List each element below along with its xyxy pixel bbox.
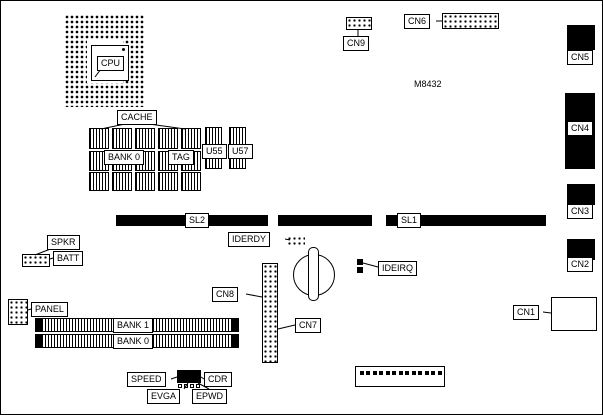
cdr-label: CDR (204, 372, 232, 387)
header-pin (399, 371, 403, 375)
jumper-pin (184, 384, 188, 388)
header-pin (438, 371, 442, 375)
cn8-label: CN8 (212, 287, 239, 302)
header-pin (379, 371, 383, 375)
cn1-connector (551, 297, 597, 331)
panel-label: PANEL (31, 302, 68, 317)
header-pin (418, 371, 422, 375)
cache-label: CACHE (117, 110, 157, 125)
cn6-label: CN6 (404, 14, 431, 29)
cache-chip (112, 172, 132, 191)
bank1-label: BANK 1 (113, 318, 154, 333)
evga-label: EVGA (147, 389, 181, 404)
u55-label: U55 (202, 144, 227, 159)
cn1-label: CN1 (513, 305, 540, 320)
slot-end-cap (231, 335, 238, 347)
cn3-label: CN3 (567, 204, 594, 219)
cache-chip (89, 128, 109, 149)
cn3-connector (567, 184, 595, 205)
board-part-number: M8432 (414, 79, 442, 89)
cache-chip (135, 128, 155, 149)
slot-sl1 (386, 215, 546, 226)
ideirq-jumper-pin (357, 267, 363, 273)
header-pin (431, 371, 435, 375)
cn2-label: CN2 (567, 257, 594, 272)
leader-cn8 (245, 293, 263, 298)
cn4-label: CN4 (567, 121, 594, 136)
jumper-pin (196, 384, 200, 388)
cache-chip (89, 172, 109, 191)
cn6-connector (442, 13, 499, 29)
cn5-connector (567, 25, 595, 50)
cache-chip (135, 172, 155, 191)
header-pin (366, 371, 370, 375)
panel-header (8, 299, 28, 325)
header-pin (360, 371, 364, 375)
tag-label: TAG (168, 150, 194, 165)
slot-end-cap (36, 335, 43, 347)
bottom-pin-header (355, 366, 445, 387)
cn5-label: CN5 (567, 50, 594, 65)
header-pin (386, 371, 390, 375)
ideirq-label: IDEIRQ (378, 261, 418, 276)
cn2-connector (567, 239, 595, 260)
leader-cn7 (277, 324, 296, 330)
header-pin (392, 371, 396, 375)
slot-end-cap (36, 319, 43, 331)
leader-ideirq (362, 262, 379, 268)
slot-center (278, 215, 372, 226)
cn9-connector (346, 17, 372, 30)
leader-cn1 (542, 311, 552, 314)
cn8-cn7-header (262, 263, 278, 363)
cpu-label: CPU (97, 56, 125, 71)
header-pin (412, 371, 416, 375)
spkr-batt-header (22, 254, 50, 267)
cache-chip (181, 128, 201, 149)
config-jumper-block (177, 370, 201, 383)
cache-chip (158, 128, 178, 149)
jumper-pin (190, 384, 194, 388)
u57-label: U57 (228, 144, 253, 159)
slot-end-cap (231, 319, 238, 331)
epwd-label: EPWD (192, 389, 227, 404)
header-pin (405, 371, 409, 375)
cn9-label: CN9 (343, 36, 370, 51)
pin1-marker-icon (122, 48, 125, 51)
iderdy-label: IDERDY (228, 232, 271, 247)
speed-label: SPEED (127, 372, 166, 387)
cache-bank0-label: BANK 0 (104, 150, 145, 165)
sl1-label: SL1 (397, 213, 422, 228)
batt-label: BATT (53, 251, 84, 266)
iderdy-jumper (287, 236, 305, 245)
header-pin (373, 371, 377, 375)
cache-chip (158, 172, 178, 191)
cn7-label: CN7 (295, 318, 322, 333)
cache-chip (181, 172, 201, 191)
cache-chip (112, 128, 132, 149)
jumper-pin (178, 384, 182, 388)
header-pin (425, 371, 429, 375)
spkr-label: SPKR (47, 235, 80, 250)
sl2-label: SL2 (185, 213, 210, 228)
ideirq-jumper-pin (357, 259, 363, 265)
battery-clip (308, 247, 319, 301)
bank0-label: BANK 0 (113, 334, 154, 349)
